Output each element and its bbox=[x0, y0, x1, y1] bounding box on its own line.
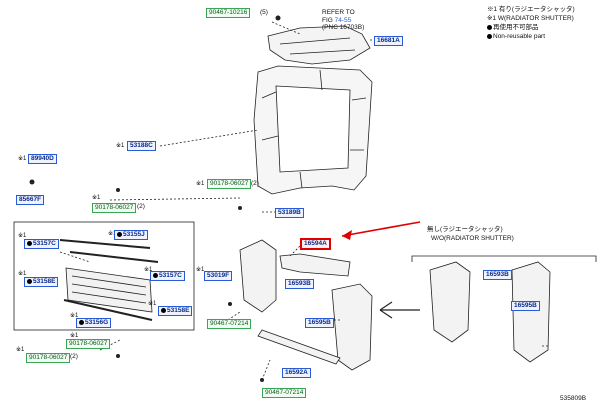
part-53189B[interactable]: 53189B bbox=[275, 208, 304, 218]
star-mark: ※1 bbox=[18, 271, 27, 277]
non-reusable-dot-icon bbox=[27, 278, 32, 284]
part-53157C-b[interactable]: 53157C bbox=[150, 271, 185, 281]
clip-shape-d bbox=[116, 354, 120, 358]
figure-id: 535809B bbox=[560, 395, 587, 402]
bolt-shape-mid bbox=[228, 302, 232, 306]
part-90178-06027-b[interactable]: 90178-06027 bbox=[92, 203, 137, 213]
fig-link[interactable]: 74-55 bbox=[334, 16, 352, 24]
star-mark: ※1 bbox=[148, 301, 157, 307]
part-16593B-b[interactable]: 16593B bbox=[483, 270, 512, 280]
non-reusable-dot-icon bbox=[27, 240, 32, 246]
bolt-top-shape bbox=[275, 15, 281, 21]
legend-line-1: ※1 有り(ラジエータシャッタ) bbox=[487, 6, 575, 13]
bolt-shape-low bbox=[260, 378, 264, 382]
radiator-assembly-box bbox=[13, 221, 195, 331]
part-16592A[interactable]: 16592A bbox=[282, 368, 311, 378]
part-90467-10216[interactable]: 90467-10216 bbox=[206, 8, 251, 18]
star-mark: ※1 bbox=[92, 195, 101, 201]
duct-seal-shape bbox=[279, 253, 351, 277]
star-mark: ※1 bbox=[18, 233, 27, 239]
star-mark: ※1 bbox=[108, 231, 117, 237]
qty-90178-06027-d: (2) bbox=[70, 353, 78, 360]
right-duct-b-shape bbox=[511, 261, 551, 363]
part-53158E-a[interactable]: 53158E bbox=[24, 277, 59, 287]
qty-90178-06027-b: (2) bbox=[137, 203, 145, 210]
part-53156G[interactable]: 53156G bbox=[76, 318, 112, 328]
non-reusable-dot-icon bbox=[153, 272, 158, 278]
star-mark: ※1 bbox=[144, 267, 153, 273]
upper-cover-shape bbox=[267, 25, 371, 65]
clip-shape-b bbox=[238, 206, 242, 210]
star-mark: ※1 bbox=[196, 267, 205, 273]
part-53155J[interactable]: 53155J bbox=[114, 230, 148, 240]
non-reusable-dot-icon bbox=[487, 33, 492, 39]
qty-90178-06027-a: (2) bbox=[251, 180, 259, 187]
part-85667F[interactable]: 85667F bbox=[16, 195, 45, 205]
highlight-arrow bbox=[341, 221, 421, 237]
duct-left-shape bbox=[239, 239, 277, 313]
part-53157C-a[interactable]: 53157C bbox=[24, 239, 59, 249]
clip-shape-a bbox=[116, 188, 120, 192]
part-16595B-b[interactable]: 16595B bbox=[511, 301, 540, 311]
non-reusable-dot-icon bbox=[487, 24, 492, 30]
part-90178-06027-d[interactable]: 90178-06027 bbox=[26, 353, 71, 363]
qty-90467-10216: (5) bbox=[260, 9, 268, 16]
star-mark: ※1 bbox=[116, 143, 125, 149]
star-mark: ※1 bbox=[16, 347, 25, 353]
part-90467-07214-a[interactable]: 90467-07214 bbox=[207, 319, 252, 329]
part-53019F[interactable]: 53019F bbox=[204, 271, 233, 281]
star-mark: ※1 bbox=[196, 181, 205, 187]
legend-line-3: 再使用不可部品 bbox=[487, 23, 575, 32]
non-reusable-dot-icon bbox=[79, 319, 84, 325]
star-mark: ※1 bbox=[18, 156, 27, 162]
non-reusable-dot-icon bbox=[161, 307, 166, 313]
part-16681A[interactable]: 16681A bbox=[374, 36, 403, 46]
right-duct-a-shape bbox=[429, 261, 471, 343]
part-90178-06027-a[interactable]: 90178-06027 bbox=[207, 179, 252, 189]
refer-note: REFER TO FIG 74-55 (PNC 16703B) bbox=[322, 9, 365, 31]
legend-line-4: Non-reusable part bbox=[487, 32, 575, 41]
legend: ※1 有り(ラジエータシャッタ) ※1 W(RADIATOR SHUTTER) … bbox=[487, 5, 575, 41]
part-53158E-b[interactable]: 53158E bbox=[158, 306, 193, 316]
part-89940D[interactable]: 89940D bbox=[28, 154, 57, 164]
without-shutter-label-en: W/O(RADIATOR SHUTTER) bbox=[431, 235, 514, 242]
star-mark: ※1 bbox=[70, 333, 79, 339]
part-16594A-highlighted[interactable]: 16594A bbox=[300, 238, 331, 250]
shutter-grille-shape bbox=[65, 267, 153, 313]
part-16593B-a[interactable]: 16593B bbox=[285, 279, 314, 289]
lower-bar-shape bbox=[257, 329, 341, 365]
clip-shape-c bbox=[29, 179, 35, 185]
legend-line-2: ※1 W(RADIATOR SHUTTER) bbox=[487, 15, 574, 22]
part-16595B-a[interactable]: 16595B bbox=[305, 318, 334, 328]
star-mark: ※1 bbox=[70, 313, 79, 319]
non-reusable-dot-icon bbox=[117, 231, 122, 237]
without-shutter-label-jp: 無し(ラジエータシャッタ) bbox=[427, 226, 503, 233]
part-90467-07214-b[interactable]: 90467-07214 bbox=[262, 388, 307, 398]
part-90178-06027-c[interactable]: 90178-06027 bbox=[66, 339, 111, 349]
part-53188C[interactable]: 53188C bbox=[127, 141, 156, 151]
